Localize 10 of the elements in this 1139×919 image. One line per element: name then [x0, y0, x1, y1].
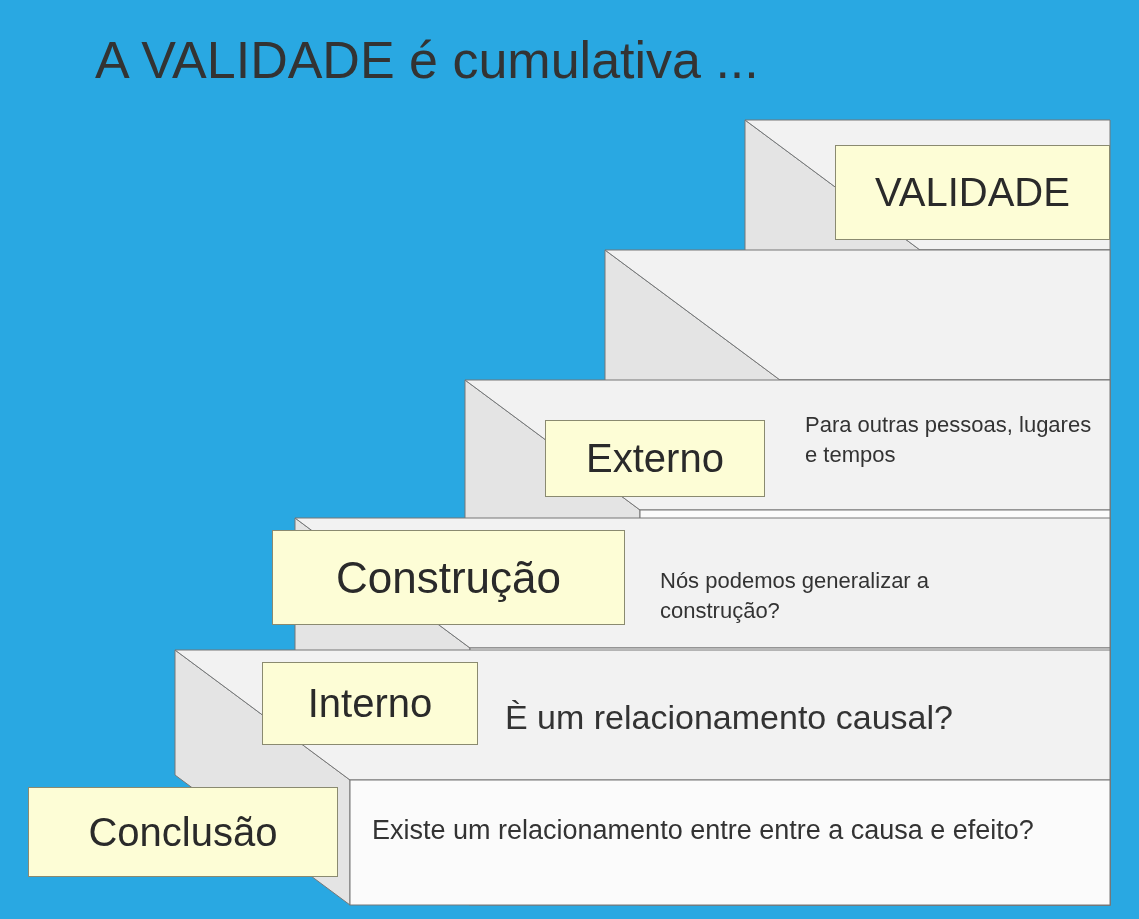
question-text: Para outras pessoas, lugares e tempos — [805, 411, 1093, 469]
question-text: È um relacionamento causal? — [505, 697, 954, 738]
step-label: Externo — [545, 420, 765, 497]
step-label: Construção — [272, 530, 625, 625]
question-text: Nós podemos generalizar a construção? — [660, 567, 931, 625]
step-label: Conclusão — [28, 787, 338, 877]
question-text: Existe um relacionamento entre entre a causa e efeito? — [372, 814, 1035, 847]
title: A VALIDADE é cumulativa ... — [95, 30, 759, 90]
step-label: VALIDADE — [835, 145, 1110, 240]
step-label: Interno — [262, 662, 478, 745]
